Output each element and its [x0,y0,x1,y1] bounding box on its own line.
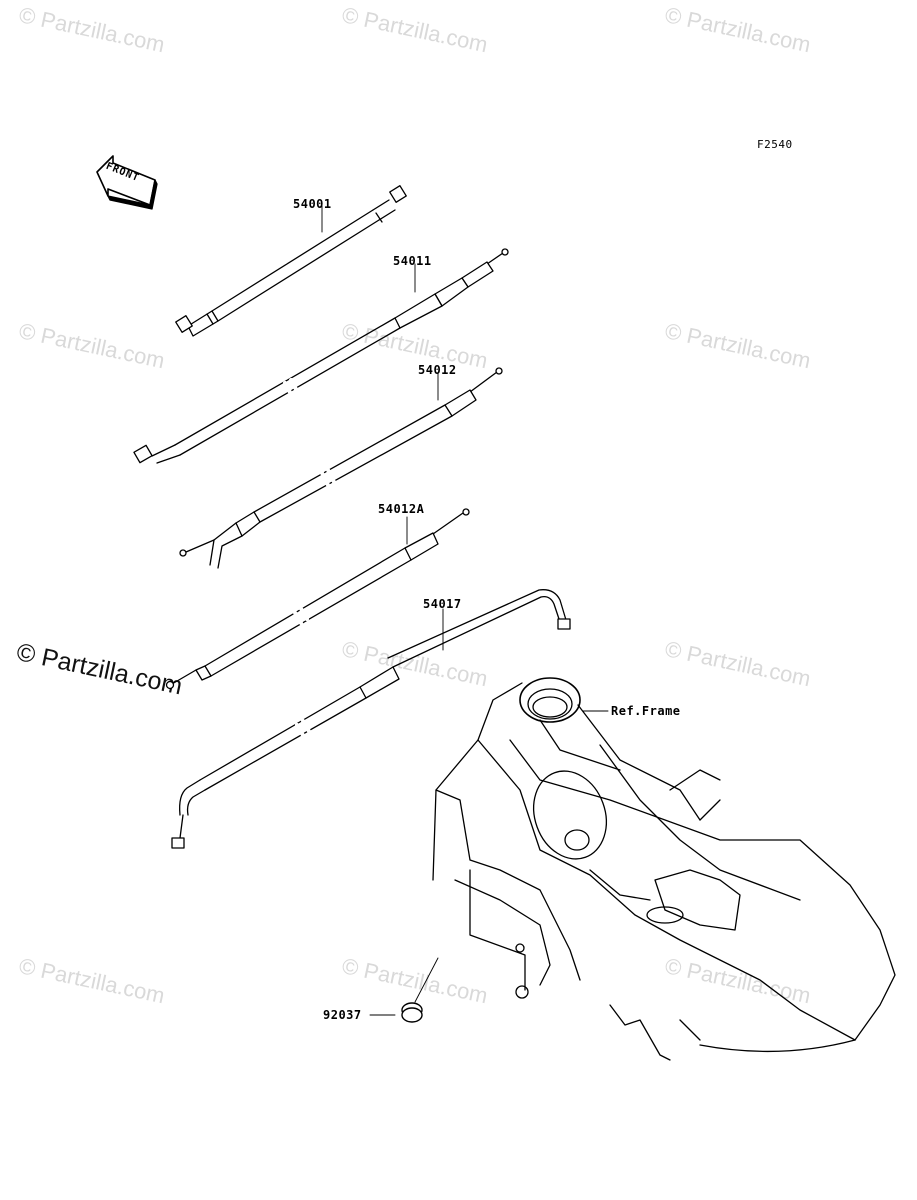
ref-frame-label: Ref.Frame [611,704,681,718]
part-number-label[interactable]: 92037 [323,1008,362,1022]
cable-54012A [165,508,470,690]
part-number-label[interactable]: 54017 [423,597,462,611]
cable-54001 [175,185,407,337]
part-number-label[interactable]: 54001 [293,197,332,211]
front-arrow-icon [96,155,158,210]
cable-54011 [133,248,509,464]
part-number-label[interactable]: 54012A [378,502,425,516]
figure-code: F2540 [757,138,793,151]
cable-54012 [179,367,503,569]
part-number-label[interactable]: 54012 [418,363,457,377]
part-number-label[interactable]: 54011 [393,254,432,268]
cable-54017 [171,589,571,849]
clamp-92037 [369,957,439,1023]
frame-reference [432,677,896,1061]
